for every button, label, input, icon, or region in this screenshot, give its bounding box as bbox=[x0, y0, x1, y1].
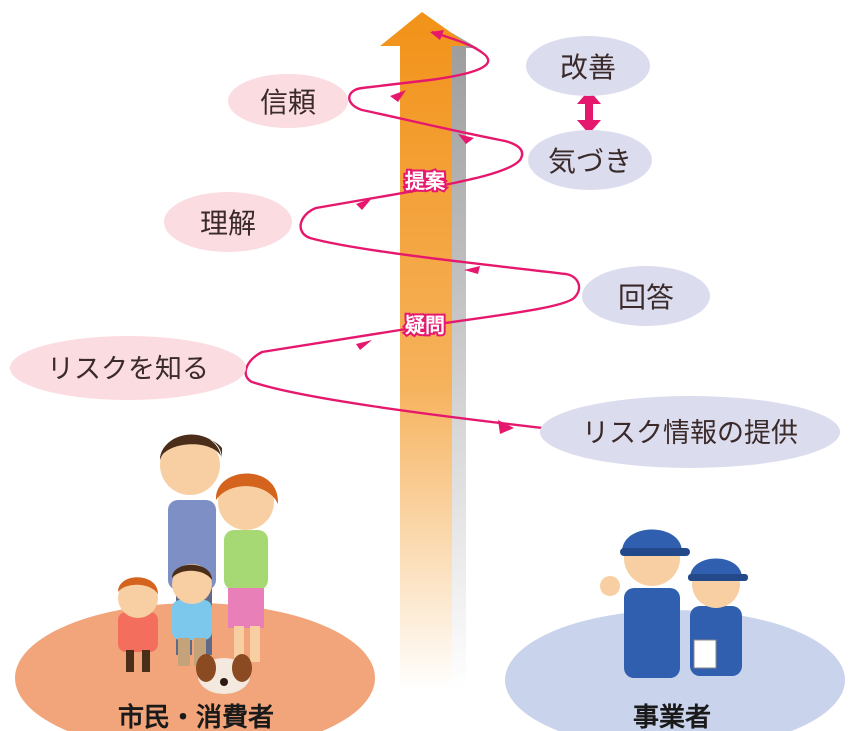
bubble-improvement: 改善 bbox=[526, 36, 650, 96]
bubble-understanding: 理解 bbox=[164, 192, 292, 252]
question-label: 疑問 bbox=[405, 313, 445, 337]
bubble-answer: 回答 bbox=[582, 266, 710, 326]
growth-arrow bbox=[380, 12, 478, 690]
risk-info-label: リスク情報の提供 bbox=[582, 418, 798, 449]
bubble-risk-info: リスク情報の提供 bbox=[540, 396, 840, 468]
understanding-label: 理解 bbox=[200, 207, 256, 240]
bubble-know-risk: リスクを知る bbox=[10, 336, 246, 400]
answer-label: 回答 bbox=[618, 281, 674, 314]
citizens-label: 市民・消費者 bbox=[118, 702, 274, 731]
bubble-awareness: 気づき bbox=[528, 130, 652, 190]
zigzag-path bbox=[244, 30, 581, 432]
business-label: 事業者 bbox=[633, 703, 711, 731]
trust-label: 信頼 bbox=[260, 86, 316, 119]
improvement-awareness-arrow bbox=[577, 90, 601, 134]
bubble-trust: 信頼 bbox=[228, 74, 348, 128]
family-illustration bbox=[118, 434, 279, 694]
awareness-label: 気づき bbox=[548, 145, 632, 178]
proposal-label: 提案 bbox=[405, 169, 446, 193]
citizen-ground bbox=[15, 603, 375, 731]
improvement-label: 改善 bbox=[560, 51, 616, 84]
know-risk-label: リスクを知る bbox=[47, 354, 209, 385]
path-arrowheads bbox=[356, 30, 514, 434]
workers-illustration bbox=[600, 529, 748, 678]
